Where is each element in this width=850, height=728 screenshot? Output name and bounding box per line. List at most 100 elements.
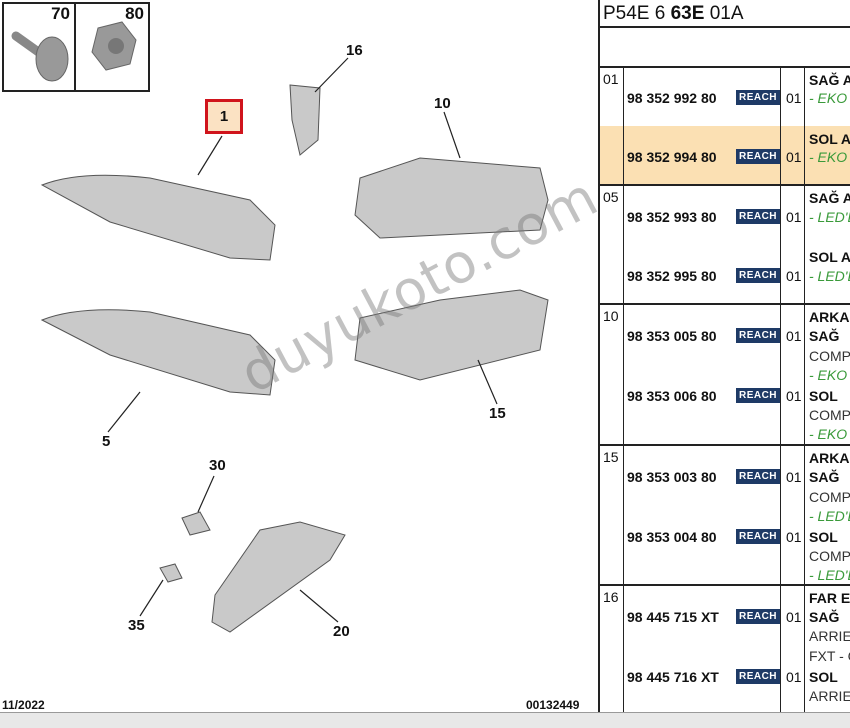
callout-1-highlighted[interactable]: 1 (205, 99, 243, 134)
tail-lamp-5 (40, 309, 276, 396)
table-row[interactable]: 98 353 003 80 REACH 01 (600, 468, 850, 486)
part-number[interactable]: 98 353 006 80 (627, 388, 717, 404)
part-number[interactable]: 98 352 992 80 (627, 90, 717, 106)
desc: - LED'L (809, 508, 850, 524)
desc: - LED'L (809, 567, 850, 583)
table-header (600, 28, 850, 68)
tail-lamp-1 (40, 174, 276, 261)
bulb-30 (181, 511, 211, 536)
part-number[interactable]: 98 352 995 80 (627, 268, 717, 284)
table-row[interactable]: 98 352 993 80 REACH 01 (600, 208, 850, 226)
table-row[interactable]: 98 353 005 80 REACH 01 (600, 327, 850, 345)
qty: 01 (786, 469, 802, 485)
qty: 01 (786, 209, 802, 225)
reach-badge: REACH (736, 609, 780, 624)
part-number[interactable]: 98 353 004 80 (627, 529, 717, 545)
callout-35[interactable]: 35 (128, 617, 145, 634)
callout-5[interactable]: 5 (102, 433, 111, 450)
desc: SOL A (809, 131, 850, 147)
ref-number: 10 (603, 308, 619, 324)
desc: SAĞ A (809, 72, 850, 88)
table-row[interactable]: 98 445 715 XT REACH 01 (600, 608, 850, 626)
desc: FXT - C (809, 648, 850, 664)
ref-number: 16 (603, 589, 619, 605)
reach-badge: REACH (736, 149, 780, 164)
desc: - EKO (809, 367, 848, 383)
reflector-20 (211, 521, 346, 633)
callout-10[interactable]: 10 (434, 95, 451, 112)
diagram-code: 00132449 (526, 698, 580, 712)
qty: 01 (786, 609, 802, 625)
qty: 01 (786, 149, 802, 165)
reach-badge: REACH (736, 469, 780, 484)
callout-30[interactable]: 30 (209, 457, 226, 474)
desc: SOL A (809, 249, 850, 265)
tail-lamp-15 (354, 289, 549, 381)
callout-16[interactable]: 16 (346, 42, 363, 59)
table-row[interactable]: 98 445 716 XT REACH 01 (600, 668, 850, 686)
part-number[interactable]: 98 353 005 80 (627, 328, 717, 344)
qty: 01 (786, 669, 802, 685)
part-number[interactable]: 98 352 993 80 (627, 209, 717, 225)
desc: FAR E (809, 590, 850, 606)
lamp-drawings (40, 57, 549, 633)
desc: ARKA (809, 309, 850, 325)
table-row[interactable]: 98 352 992 80 REACH 01 (600, 89, 850, 107)
horizontal-scrollbar[interactable] (0, 712, 850, 728)
desc: SOL (809, 388, 838, 404)
desc: SAĞ (809, 328, 840, 344)
group-01: 01 SAĞ A 98 352 992 80 REACH 01 - EKO SOL … (600, 68, 850, 186)
qty: 01 (786, 388, 802, 404)
desc: ARKA (809, 450, 850, 466)
column-divider (804, 68, 805, 712)
desc: SOL (809, 529, 838, 545)
qty: 01 (786, 90, 802, 106)
table-title: P54E 6 63E 01A (600, 0, 850, 28)
desc: - LED'L (809, 268, 850, 284)
desc: SOL (809, 669, 838, 685)
part-number[interactable]: 98 445 715 XT (627, 609, 719, 625)
bolt-icon (11, 31, 69, 82)
callout-20[interactable]: 20 (333, 623, 350, 640)
part-box-70[interactable]: 70 (2, 2, 76, 92)
reach-badge: REACH (736, 328, 780, 343)
qty: 01 (786, 529, 802, 545)
reach-badge: REACH (736, 90, 780, 105)
column-divider (780, 68, 781, 712)
desc: ARRIE (809, 688, 850, 704)
desc: COMP (809, 489, 850, 505)
part-number[interactable]: 98 445 716 XT (627, 669, 719, 685)
group-10: 10 ARKA 98 353 005 80 REACH 01 SAĞ COMP - … (600, 305, 850, 446)
ref-number: 01 (603, 71, 619, 87)
reach-badge: REACH (736, 388, 780, 403)
qty: 01 (786, 268, 802, 284)
callout-15[interactable]: 15 (489, 405, 506, 422)
desc: COMP (809, 348, 850, 364)
reach-badge: REACH (736, 669, 780, 684)
part-box-80[interactable]: 80 (74, 2, 150, 92)
desc: ARRIE (809, 628, 850, 644)
part-number[interactable]: 98 352 994 80 (627, 149, 717, 165)
title-part-bold: 63E (670, 3, 705, 24)
desc: - EKO (809, 90, 848, 106)
box-number: 70 (51, 4, 70, 23)
desc: SAĞ (809, 469, 840, 485)
ref-number: 15 (603, 449, 619, 465)
table-row[interactable]: 98 353 006 80 REACH 01 (600, 387, 850, 405)
parts-table: P54E 6 63E 01A 01 SAĞ A 98 352 992 80 REA… (598, 0, 850, 712)
desc: - EKO (809, 426, 848, 442)
table-row-selected[interactable]: 98 352 994 80 REACH 01 (600, 148, 850, 166)
clip-16 (289, 84, 321, 156)
ref-number: 05 (603, 189, 619, 205)
desc: - LED'L (809, 209, 850, 225)
reach-badge: REACH (736, 209, 780, 224)
diagram-date: 11/2022 (2, 698, 45, 712)
part-number[interactable]: 98 353 003 80 (627, 469, 717, 485)
qty: 01 (786, 328, 802, 344)
desc: - EKO (809, 149, 848, 165)
group-15: 15 ARKA 98 353 003 80 REACH 01 SAĞ COMP - … (600, 446, 850, 586)
